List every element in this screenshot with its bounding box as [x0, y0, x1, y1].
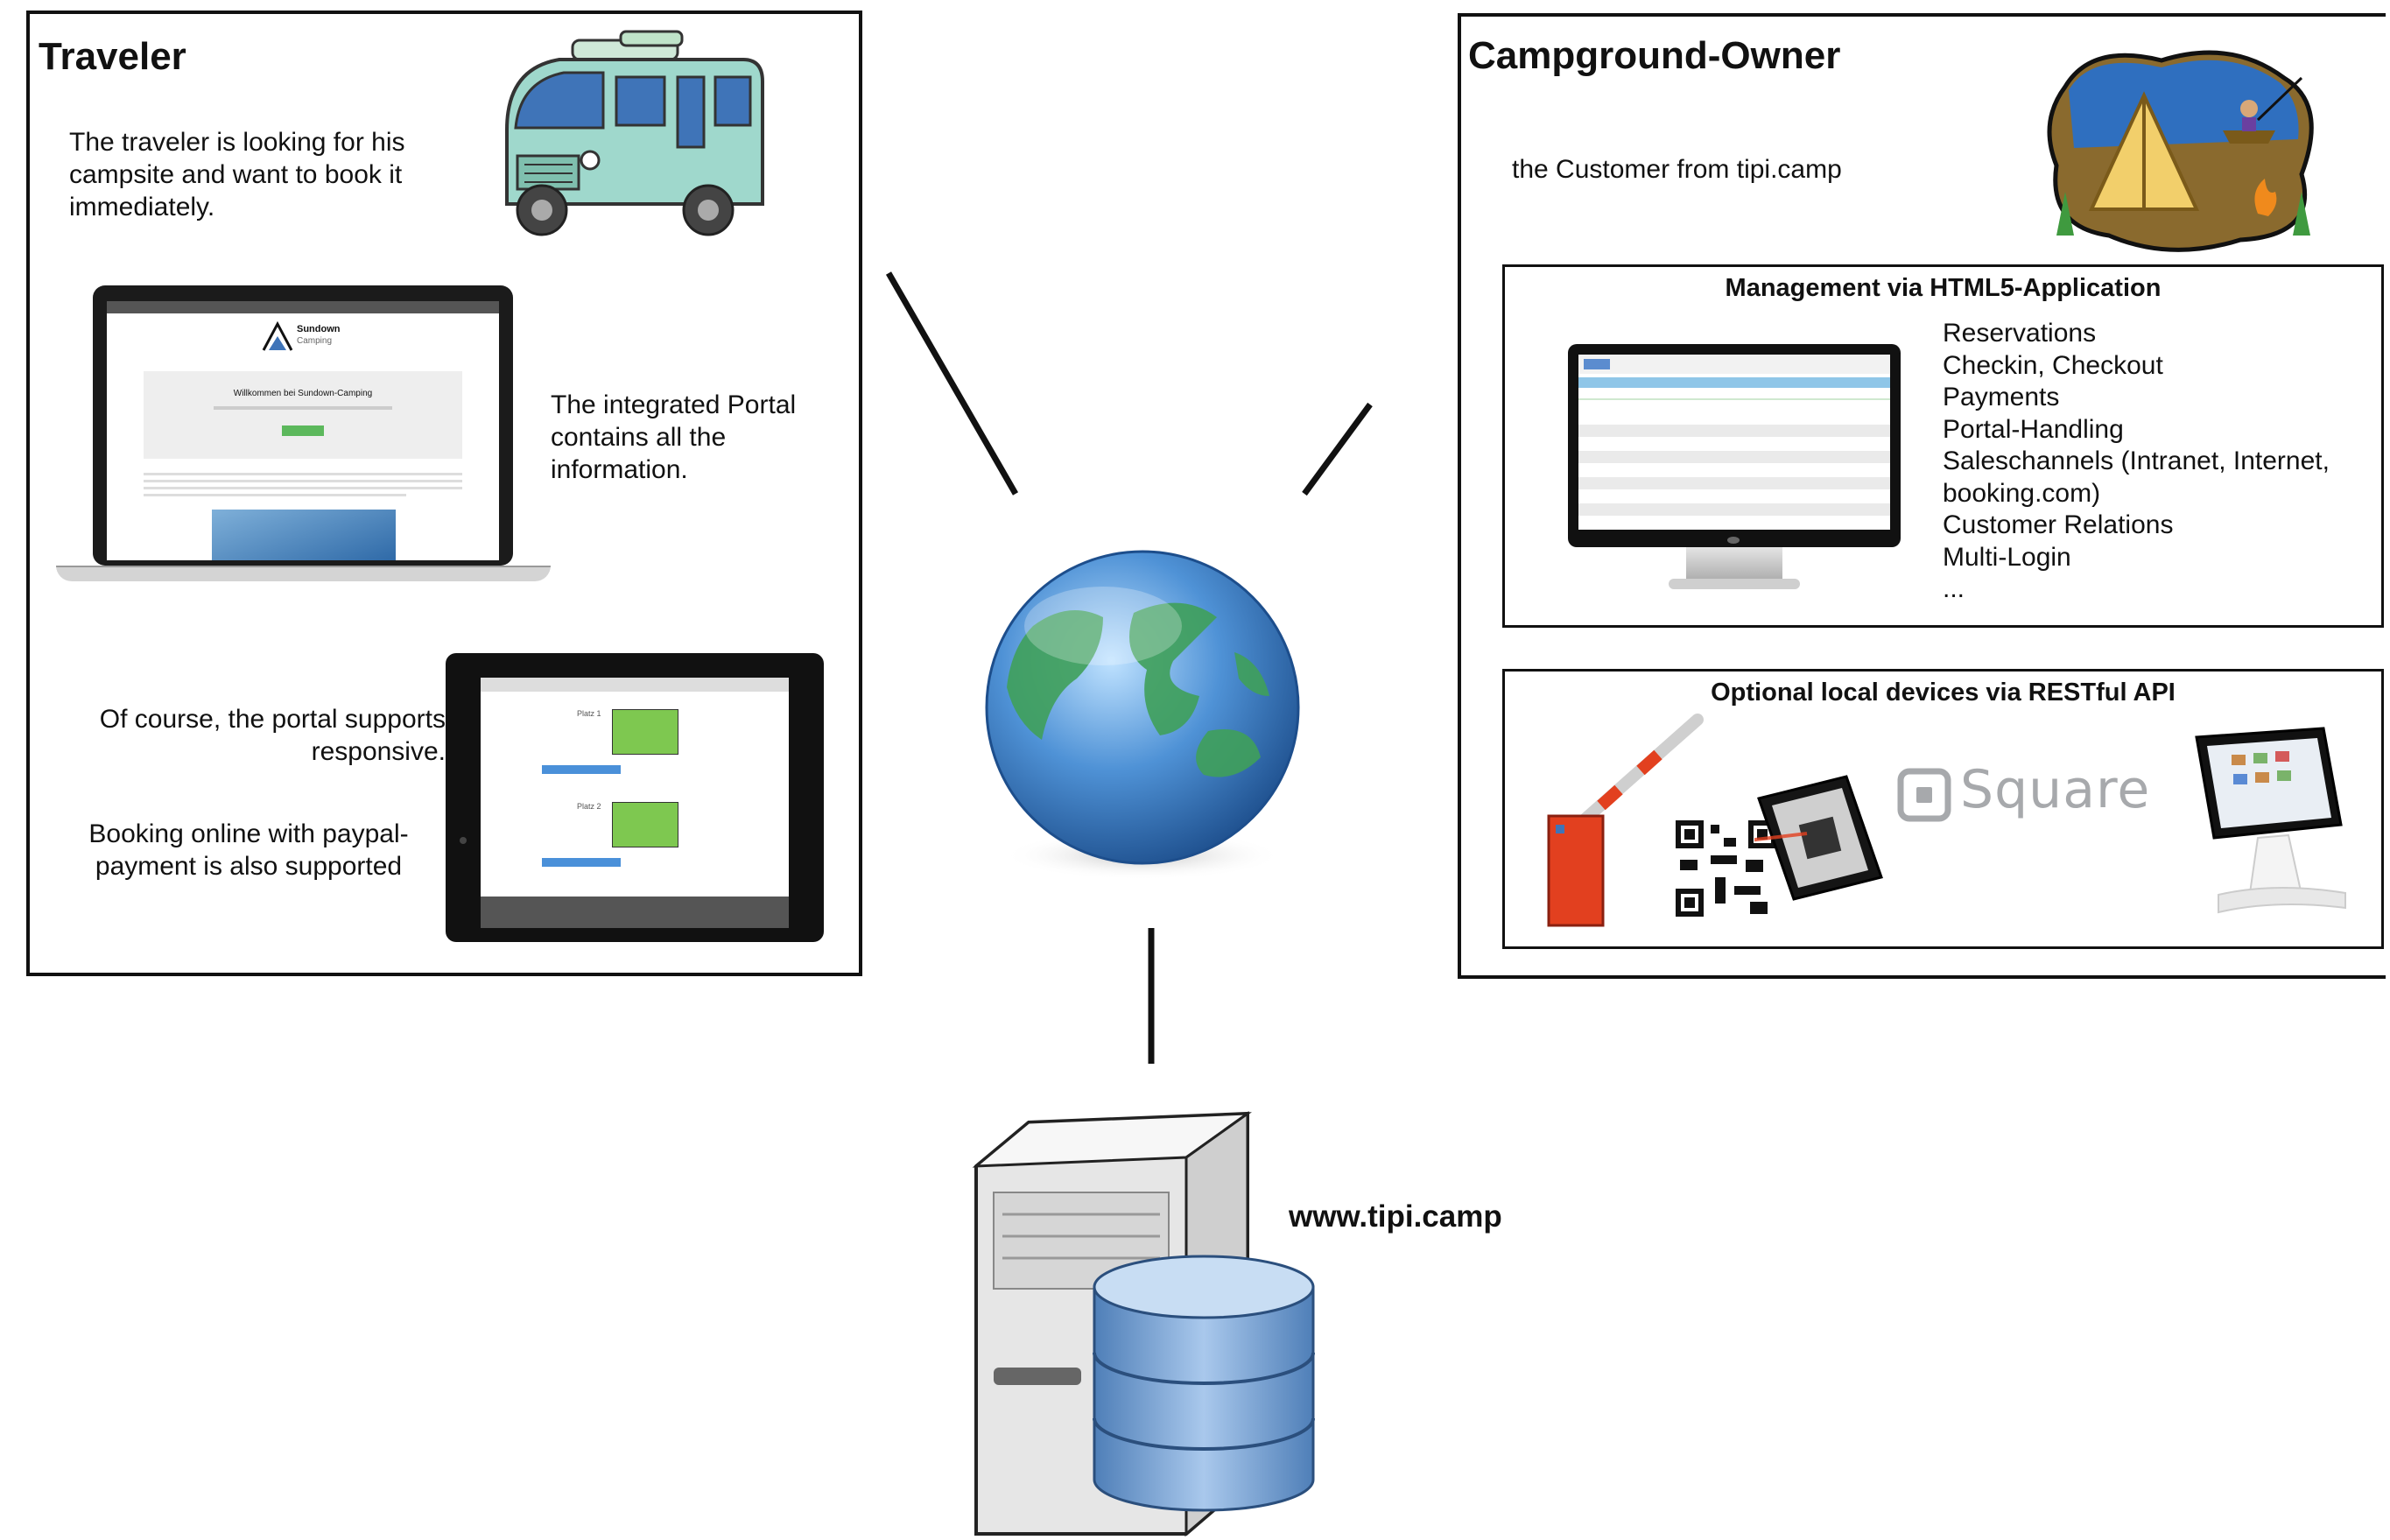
site-brand: Sundown: [297, 324, 341, 334]
feature-item: Saleschannels (Intranet, Internet,: [1943, 447, 2330, 475]
tablet-screen: Platz 1 Platz 2: [481, 678, 789, 928]
campground-owner-panel: Campground-Owner the Customer from tipi.…: [1458, 13, 2386, 979]
site-welcome: Willkommen bei Sundown-Camping: [233, 389, 373, 398]
traveler-panel: Traveler The traveler is looking for his…: [26, 11, 862, 976]
owner-title: Campground-Owner: [1468, 34, 1841, 77]
management-box: Management via HTML5-Application Reserva…: [1502, 264, 2384, 628]
management-feature-list: Reservations Checkin, Checkout Payments …: [1943, 318, 2330, 606]
globe-icon: [972, 547, 1313, 889]
tablet-pitch-2-button[interactable]: [542, 858, 621, 867]
feature-item: ...: [1943, 574, 1965, 603]
connector-owner-globe: [1302, 402, 1373, 496]
traveler-portal-text: The integrated Portal contains all the i…: [551, 390, 797, 484]
square-logo-icon: [1897, 768, 1951, 822]
monitor-icon: [1568, 344, 1901, 607]
devices-title: Optional local devices via RESTful API: [1711, 679, 2176, 707]
site-brand-logo: Sundown Camping: [260, 320, 348, 355]
laptop-screen: Sundown Camping Willkommen bei Sundown-C…: [107, 301, 499, 560]
owner-subtitle: the Customer from tipi.camp: [1512, 155, 1842, 184]
connector-traveler-globe: [885, 271, 1019, 496]
smartphone-icon: [1754, 772, 1886, 904]
site-brand-sub: Camping: [297, 336, 333, 346]
feature-item: Payments: [1943, 383, 2060, 411]
feature-item: booking.com): [1943, 478, 2101, 508]
tablet-pitch-1-label: Platz 1: [577, 709, 601, 718]
site-cta-button[interactable]: [282, 425, 324, 436]
management-title: Management via HTML5-Application: [1725, 274, 2162, 302]
laptop-icon: Sundown Camping Willkommen bei Sundown-C…: [47, 285, 590, 601]
tablet-pitch-2-label: Platz 2: [577, 802, 601, 811]
database-icon: [1086, 1252, 1322, 1515]
campervan-icon: [489, 25, 778, 257]
site-banner-image: [212, 510, 396, 560]
feature-item: Reservations: [1943, 319, 2097, 348]
monitor-screen: [1578, 355, 1890, 530]
qr-code-icon: [1671, 816, 1781, 921]
tablet-pitch-2-map: [612, 802, 678, 847]
traveler-responsive-text: Of course, the portal supports responsiv…: [99, 705, 446, 766]
feature-item: Multi-Login: [1943, 542, 2071, 572]
feature-item: Customer Relations: [1943, 510, 2174, 539]
tablet-icon: Platz 1 Platz 2: [446, 653, 824, 942]
traveler-booking-text: Booking online with paypal-payment is al…: [88, 819, 409, 881]
square-label: Square: [1960, 759, 2151, 820]
traveler-title: Traveler: [39, 35, 186, 78]
server-url: www.tipi.camp: [1289, 1199, 1502, 1234]
tablet-pitch-1-button[interactable]: [542, 765, 621, 774]
traveler-intro: The traveler is looking for his campsite…: [69, 128, 405, 222]
feature-item: Portal-Handling: [1943, 414, 2124, 444]
devices-box: Optional local devices via RESTful API: [1502, 669, 2384, 949]
camp-scene-icon: [2039, 34, 2328, 262]
tablet-pitch-1-map: [612, 709, 678, 755]
barrier-gate-icon: [1531, 711, 1706, 930]
pos-terminal-icon: [2170, 720, 2372, 921]
site-hero: Willkommen bei Sundown-Camping: [144, 371, 462, 459]
feature-item: Checkin, Checkout: [1943, 350, 2163, 380]
